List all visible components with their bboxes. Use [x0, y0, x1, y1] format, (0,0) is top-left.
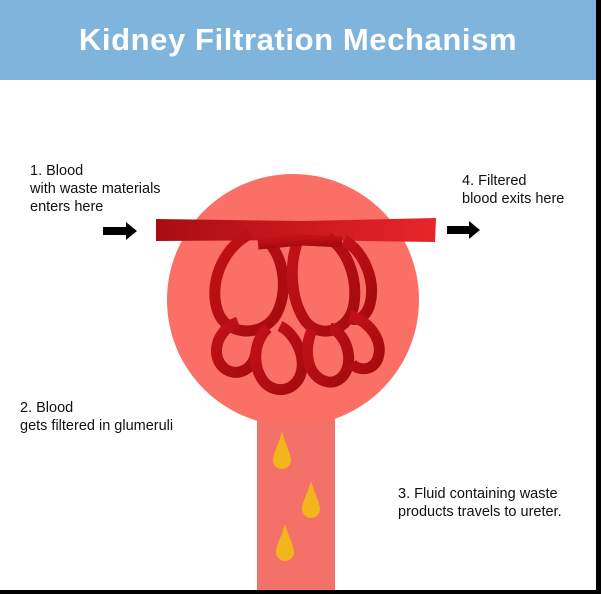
frame-edge-right: [596, 0, 601, 594]
arrow-right-icon: [103, 222, 137, 240]
blood-vessel: [156, 218, 436, 242]
page-title: Kidney Filtration Mechanism: [78, 22, 518, 57]
fluid-drop-icon: [276, 524, 294, 561]
glomerulus: [209, 229, 385, 395]
fluid-drop-icon: [273, 432, 291, 469]
frame-edge-bottom: [0, 590, 601, 594]
arrow-right-icon: [447, 221, 480, 239]
fluid-drop-icon: [302, 481, 320, 518]
step-1-label: 1. Blood with waste materials enters her…: [30, 163, 161, 215]
step-4-label: 4. Filtered blood exits here: [462, 173, 565, 207]
step-2-label: 2. Blood gets filtered in glumeruli: [20, 400, 174, 434]
header-banner: Kidney Filtration Mechanism: [0, 0, 596, 80]
step-3-label: 3. Fluid containing waste products trave…: [398, 486, 562, 520]
